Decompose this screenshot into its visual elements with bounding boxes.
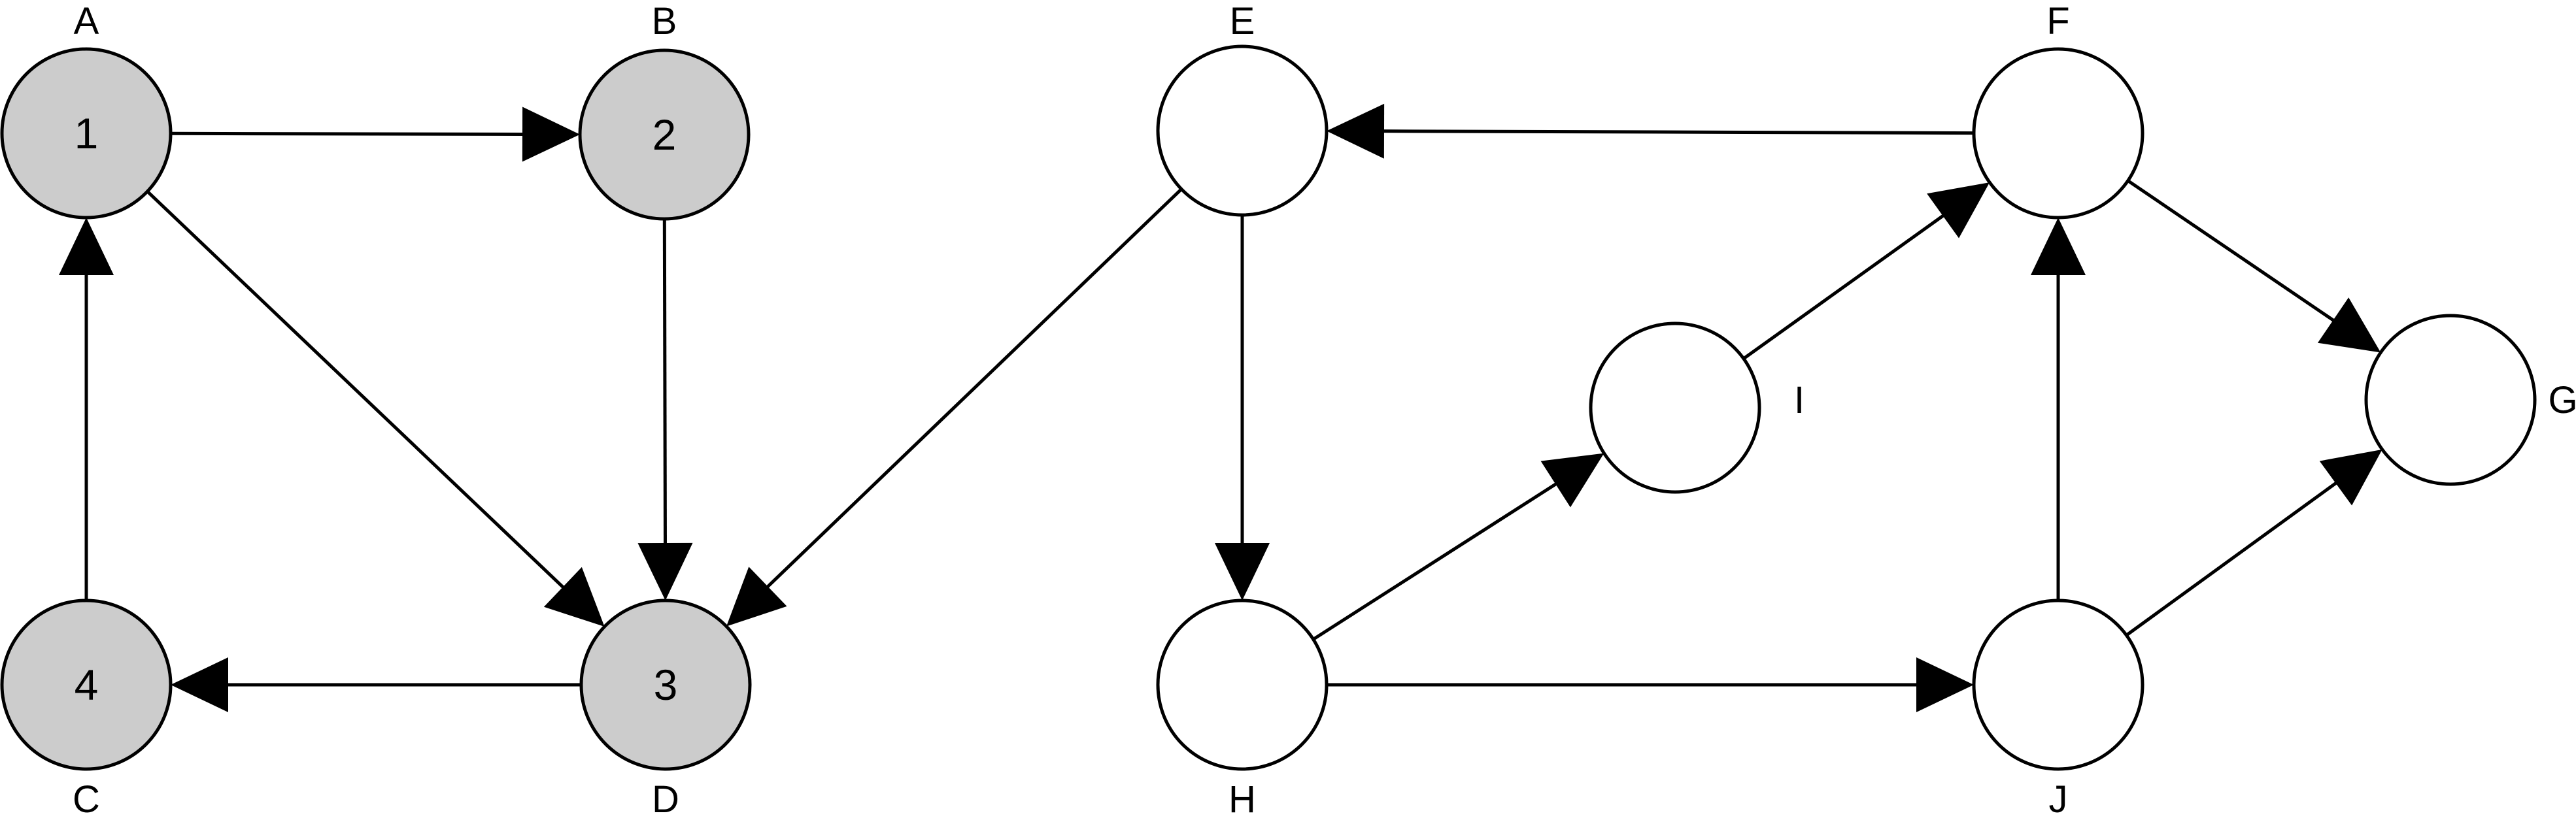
arrowhead xyxy=(543,567,605,627)
edge-line xyxy=(170,131,526,137)
edges-layer xyxy=(59,103,2382,712)
node-label: A xyxy=(74,0,99,42)
node-label: C xyxy=(73,778,100,821)
node-b: 2B xyxy=(578,0,751,221)
arrowhead xyxy=(1927,182,1990,238)
edge-h-to-i xyxy=(1312,453,1604,641)
edge-c-to-a xyxy=(59,218,114,600)
node-c: 4C xyxy=(0,599,173,821)
node-circle xyxy=(1156,44,1329,217)
node-label: B xyxy=(652,0,677,42)
edge-e-to-h xyxy=(1215,215,1270,600)
edge-e-to-d xyxy=(726,188,1183,627)
node-circle xyxy=(0,47,173,220)
arrowhead xyxy=(2317,297,2381,353)
node-label: E xyxy=(1230,0,1255,42)
node-label: D xyxy=(652,778,679,821)
edge-line xyxy=(764,188,1183,590)
edge-h-to-j xyxy=(1327,657,1974,712)
edge-line xyxy=(1312,481,1559,641)
arrowhead xyxy=(522,107,581,162)
edge-b-to-d xyxy=(637,218,693,601)
node-order-number: 4 xyxy=(75,661,99,709)
arrowhead xyxy=(1540,453,1604,508)
edge-i-to-f xyxy=(1742,182,1990,360)
edge-j-to-f xyxy=(2031,218,2086,600)
node-circle xyxy=(579,599,752,771)
arrowhead xyxy=(2031,218,2086,275)
arrowhead xyxy=(1326,103,1385,159)
arrowhead xyxy=(171,657,228,712)
edge-j-to-g xyxy=(2125,449,2382,637)
edge-line xyxy=(146,190,566,590)
node-circle xyxy=(2364,314,2537,486)
node-label: G xyxy=(2548,379,2576,421)
edge-a-to-d xyxy=(146,190,605,627)
arrowhead xyxy=(726,567,787,627)
node-circle xyxy=(0,599,173,771)
node-h: H xyxy=(1156,599,1329,821)
arrowhead xyxy=(1916,657,1974,712)
edge-f-to-g xyxy=(2127,179,2381,353)
arrowhead xyxy=(2319,449,2382,506)
arrowhead xyxy=(59,218,114,275)
edge-line xyxy=(2127,179,2337,323)
edge-line xyxy=(1742,213,1946,360)
node-a: 1A xyxy=(0,0,173,220)
node-g: G xyxy=(2364,314,2576,486)
edge-f-to-e xyxy=(1326,103,1974,159)
node-label: J xyxy=(2049,778,2068,821)
node-order-number: 2 xyxy=(652,110,677,159)
node-i: I xyxy=(1589,321,1805,494)
edge-d-to-c xyxy=(171,657,581,712)
node-circle xyxy=(1589,321,1761,494)
node-e: E xyxy=(1156,0,1329,217)
node-circle xyxy=(1972,599,2144,771)
node-f: F xyxy=(1972,0,2144,220)
node-label: I xyxy=(1794,379,1805,421)
edge-a-to-b xyxy=(170,107,581,162)
edge-line xyxy=(1381,129,1974,135)
arrowhead xyxy=(1215,543,1270,600)
node-circle xyxy=(1972,47,2144,220)
node-circle xyxy=(1156,599,1329,771)
arrowhead xyxy=(637,542,693,601)
node-label: F xyxy=(2046,0,2069,42)
node-j: J xyxy=(1972,599,2144,821)
node-order-number: 3 xyxy=(654,661,678,709)
node-d: 3D xyxy=(579,599,752,821)
edge-line xyxy=(2125,480,2339,637)
node-label: H xyxy=(1229,778,1256,821)
node-order-number: 1 xyxy=(75,109,99,157)
node-circle xyxy=(578,48,751,221)
edge-line xyxy=(662,218,667,546)
